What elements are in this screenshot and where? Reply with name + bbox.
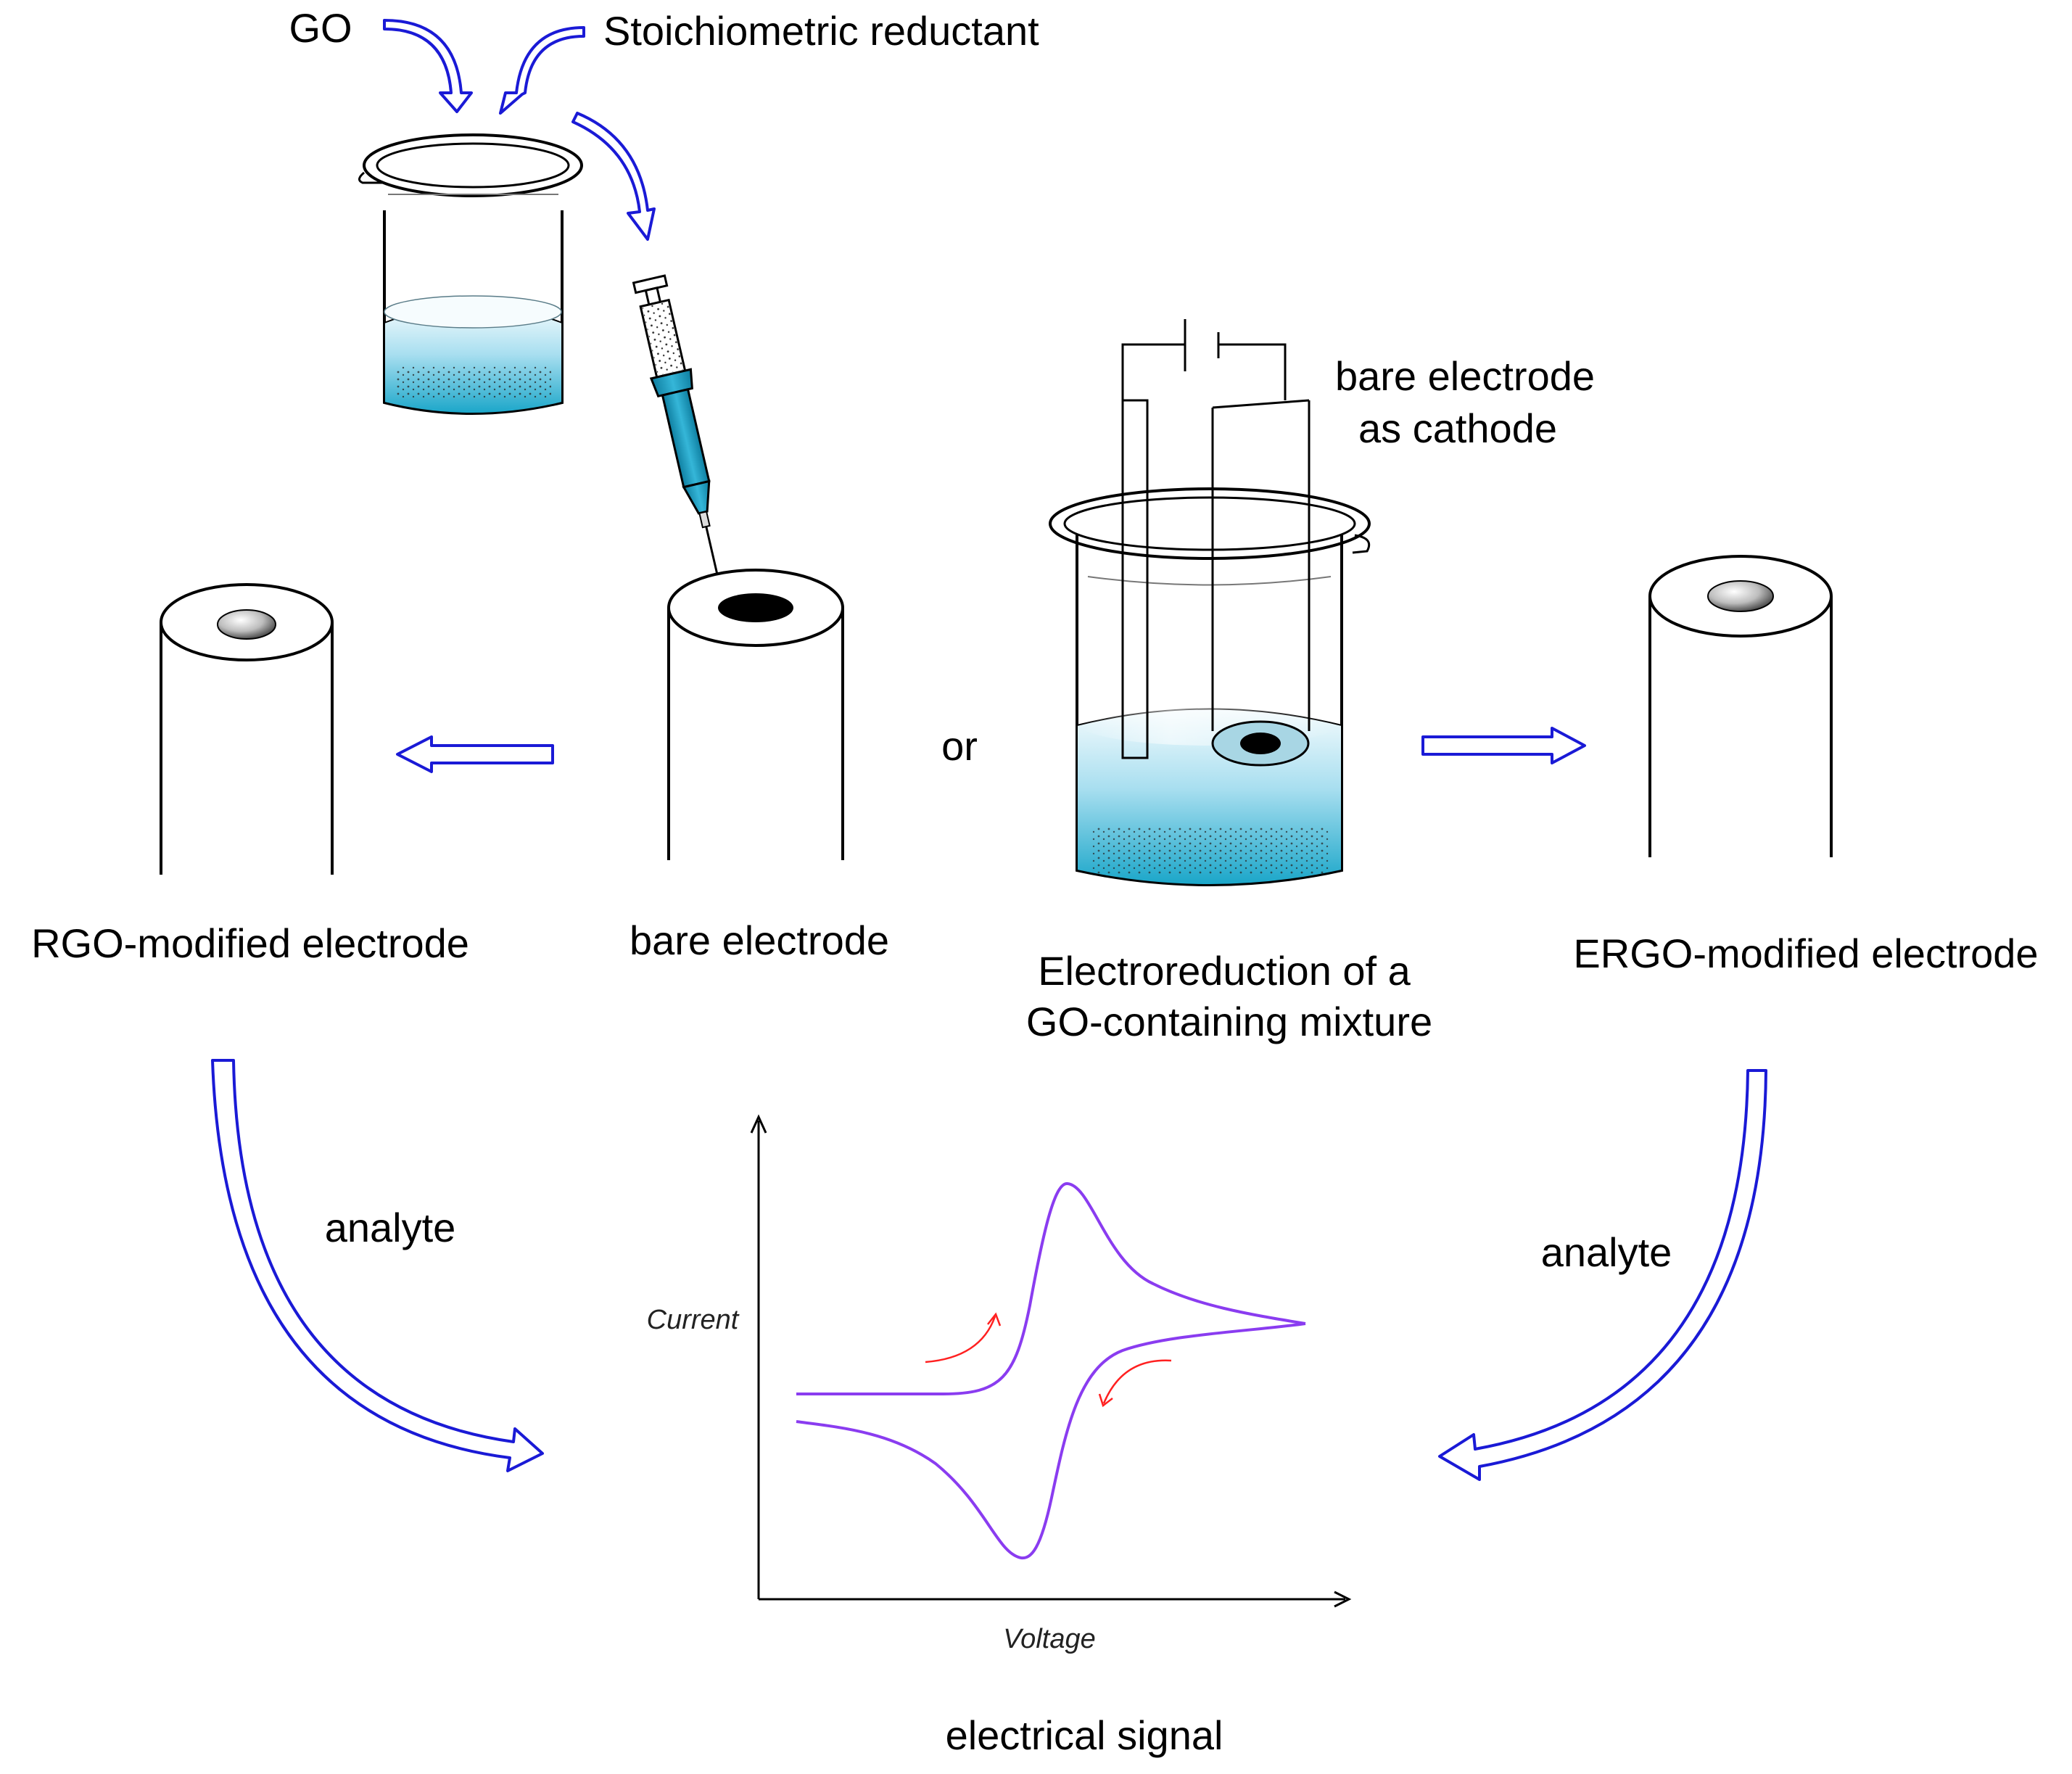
beaker-to-syringe-arrow <box>571 112 656 241</box>
bare-electrode-label: bare electrode <box>630 917 889 963</box>
electroreduction-label-line2: GO-containing mixture <box>1026 999 1432 1044</box>
bare-electrode-cathode-label-line2: as cathode <box>1358 405 1557 451</box>
cv-forward-scan <box>796 1182 1306 1395</box>
ergo-electrode-label: ERGO-modified electrode <box>1573 931 2038 976</box>
top-beaker <box>358 133 583 415</box>
rgo-electrode-label: RGO-modified electrode <box>31 920 469 966</box>
to-ergo-arrow <box>1421 727 1586 764</box>
bare-electrode-disc <box>718 593 793 622</box>
x-axis-arrowhead <box>1334 1591 1352 1608</box>
bare-electrode <box>667 569 844 860</box>
analyte-arrow-left <box>211 1059 544 1472</box>
y-axis-arrowhead <box>750 1114 767 1134</box>
working-electrode-disc <box>1240 733 1281 754</box>
or-label: or <box>941 723 978 769</box>
rgo-modified-electrode <box>160 583 334 875</box>
current-axis-label: Current <box>647 1305 740 1335</box>
analyte-right-label: analyte <box>1541 1229 1672 1275</box>
syringe <box>632 274 727 612</box>
rgo-coating-disc <box>217 609 276 640</box>
scan-direction-arrowhead-down <box>1098 1393 1113 1408</box>
go-arrow <box>383 19 473 113</box>
working-electrode <box>1211 399 1311 731</box>
go-label: GO <box>289 5 352 51</box>
bare-electrode-cathode-label-line1: bare electrode <box>1335 353 1595 399</box>
ergo-modified-electrode <box>1648 555 1833 857</box>
analyte-left-label: analyte <box>325 1205 456 1250</box>
ergo-coating-disc <box>1707 580 1774 612</box>
scan-direction-arrow-down <box>1102 1359 1172 1404</box>
analyte-arrow-right <box>1438 1069 1767 1481</box>
voltage-axis-label: Voltage <box>1003 1624 1095 1654</box>
reductant-label: Stoichiometric reductant <box>603 8 1039 54</box>
scan-direction-arrow-up <box>925 1316 996 1363</box>
electrical-signal-label: electrical signal <box>946 1712 1223 1758</box>
electrolysis-cell <box>1049 319 1371 886</box>
electroreduction-label-line1: Electroreduction of a <box>1038 948 1411 994</box>
counter-electrode <box>1121 399 1149 759</box>
scan-direction-arrowhead-up <box>987 1312 1002 1327</box>
to-rgo-arrow <box>396 735 554 773</box>
reductant-arrow <box>499 26 585 115</box>
cv-reverse-scan <box>796 1322 1306 1560</box>
arrows <box>211 19 1767 1481</box>
cv-plot: Current Voltage <box>647 1114 1352 1654</box>
